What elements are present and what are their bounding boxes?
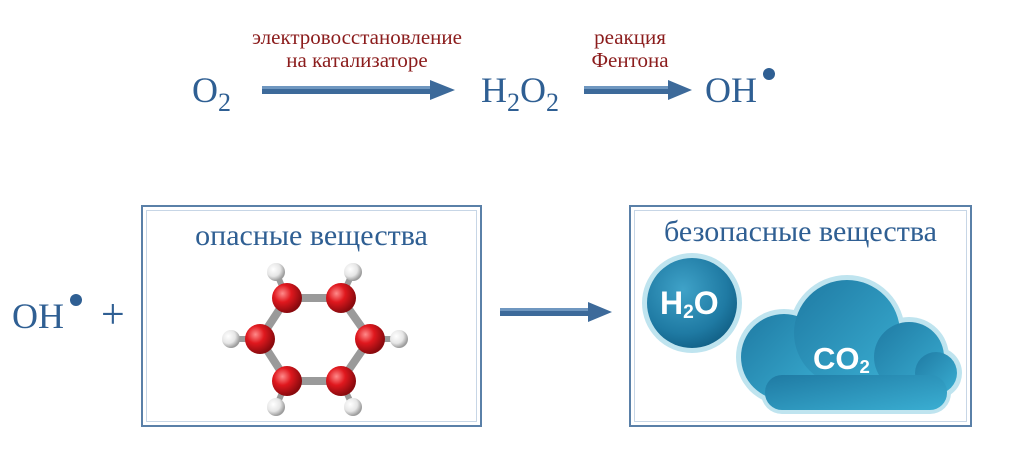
safe-substances-box: безопасные вещества xyxy=(629,205,972,427)
hydrogen-atoms xyxy=(222,263,408,416)
carbon-atoms xyxy=(245,283,385,396)
intermediate-h2o2: H2O2 xyxy=(481,70,559,117)
safe-substances-title: безопасные вещества xyxy=(664,215,937,248)
arrow-2 xyxy=(584,80,692,100)
product-oh-radical: OH xyxy=(705,68,775,108)
arrow-2-label: реакция Фентона xyxy=(591,25,669,72)
bubbles-graphic xyxy=(642,253,962,414)
benzene-molecule-model xyxy=(222,263,408,416)
reactant-o2: O2 xyxy=(192,70,231,117)
arrow-3 xyxy=(500,302,612,322)
radical-dot-icon xyxy=(763,68,775,80)
radical-dot-icon xyxy=(70,294,82,306)
arrow-1-label: электровосстановление на катализаторе xyxy=(252,25,462,72)
reactant-oh-radical: OH + xyxy=(12,292,125,338)
plus-sign: + xyxy=(101,292,125,338)
hazardous-substances-title: опасные вещества xyxy=(195,219,428,252)
hazardous-substances-box: опасные вещества xyxy=(141,205,482,427)
arrow-1 xyxy=(262,80,455,100)
co2-label: CO2 xyxy=(813,341,870,377)
h2o-label: H2O xyxy=(660,285,719,323)
